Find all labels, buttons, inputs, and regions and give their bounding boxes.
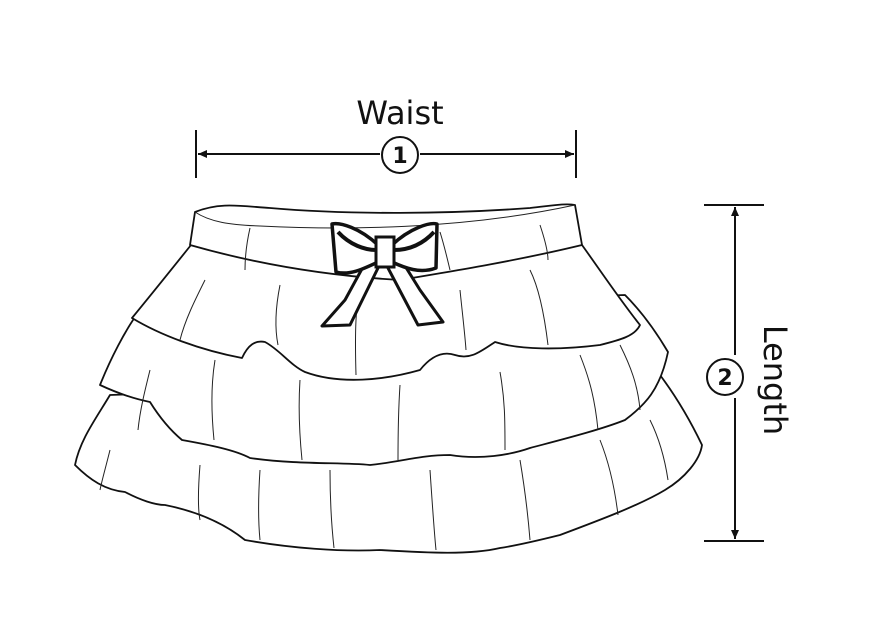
skirt-fold-lines bbox=[99, 224, 669, 551]
waist-number: 1 bbox=[392, 144, 407, 169]
length-number-circle bbox=[706, 358, 744, 396]
waist-measurement: Waist 1 bbox=[195, 94, 577, 178]
length-label: Length bbox=[756, 325, 794, 435]
skirt-tier-top bbox=[131, 239, 641, 381]
waistband-inner-edge bbox=[194, 204, 576, 229]
length-measurement: 2 Length bbox=[704, 204, 794, 542]
skirt-illustration bbox=[74, 203, 703, 554]
length-number: 2 bbox=[717, 366, 732, 391]
waist-label: Waist bbox=[356, 94, 443, 132]
waist-number-circle bbox=[381, 136, 419, 174]
bow-icon bbox=[320, 221, 445, 328]
